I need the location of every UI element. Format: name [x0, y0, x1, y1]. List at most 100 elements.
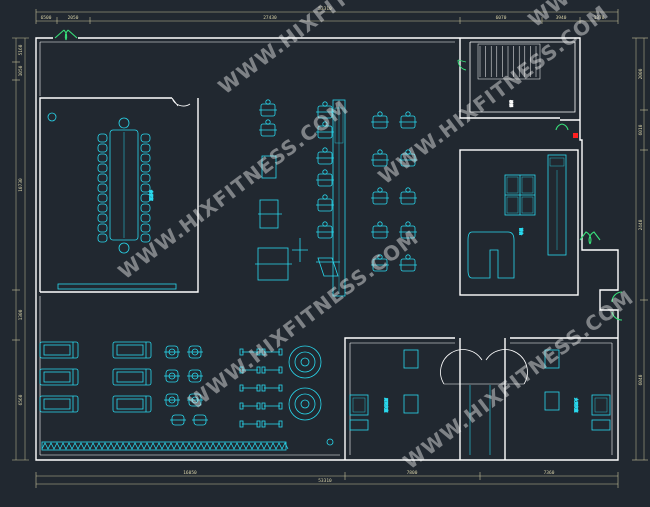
dim-bottom-total: 53310 [318, 478, 332, 484]
meeting-chair [140, 163, 151, 173]
dim-left-5: 6560 [18, 394, 24, 405]
strength-machine [399, 221, 417, 239]
meeting-chair [97, 213, 108, 223]
watermark-1: WWW.HIXFITNESS.COM [214, 0, 454, 99]
locker-wall [344, 337, 455, 460]
meeting-chair [140, 233, 151, 243]
floor-strip [41, 442, 289, 450]
watermark-4: WWW.HIXFITNESS.COM [184, 225, 424, 414]
reception-office-wall [459, 149, 579, 296]
dim-top-6: 1370 [594, 15, 605, 21]
dim-top-5: 3940 [556, 15, 567, 21]
spin-bike [187, 393, 203, 407]
womens-vanity [544, 349, 560, 369]
bench-press [292, 238, 308, 262]
meeting-room-door [171, 97, 191, 107]
entrance-door [54, 29, 78, 41]
dim-right-1: 2000 [638, 68, 644, 79]
room-label-mens: 男更衣室 [384, 398, 389, 413]
reception-counter [467, 231, 515, 279]
strength-machine [371, 111, 389, 129]
strength-machine [371, 221, 389, 239]
strength-machine [399, 149, 417, 167]
reception-door [579, 231, 601, 245]
strength-machine [259, 99, 277, 117]
strength-machine [399, 187, 417, 205]
strength-machine [316, 147, 334, 165]
strength-machine [399, 111, 417, 129]
strength-machine [316, 169, 334, 187]
dim-left-3: 10730 [18, 178, 24, 192]
dim-right-3: 2440 [638, 219, 644, 230]
walls [35, 37, 619, 461]
meeting-chair [97, 193, 108, 203]
strength-machine [371, 187, 389, 205]
womens-shower [591, 394, 611, 416]
conference-table [109, 129, 139, 241]
dim-top-4: 6070 [496, 15, 507, 21]
reception-cabinet [547, 154, 567, 256]
dim-top-1: 6500 [41, 15, 52, 21]
reception-office: 前台 [467, 154, 567, 279]
treadmill [112, 341, 152, 359]
round-platforms [288, 345, 322, 421]
stairwell: 楼梯 [477, 43, 541, 108]
dim-top-3: 27430 [263, 15, 277, 21]
meeting-chair [97, 233, 108, 243]
meeting-chair [97, 223, 108, 233]
meeting-chair [118, 242, 130, 254]
meeting-room: 会议室 [47, 112, 177, 290]
locker-rooms: 男更衣室 女更衣室 [349, 349, 611, 455]
meeting-chair [97, 163, 108, 173]
dumbbell [261, 420, 283, 428]
watermark-5: WWW.HIXFITNESS.COM [399, 285, 639, 474]
corridor-door [440, 349, 528, 385]
meeting-chair [97, 173, 108, 183]
dim-top-total: 53310 [318, 6, 332, 12]
room-label-stairwell: 楼梯 [509, 100, 514, 108]
watermark-3: WWW.HIXFITNESS.COM [374, 0, 614, 189]
meeting-chair [140, 223, 151, 233]
dim-right-2: 6010 [638, 124, 644, 135]
meeting-chair [140, 173, 151, 183]
meeting-chair [118, 117, 130, 129]
dim-left-1: 5160 [18, 44, 24, 55]
meeting-chair [140, 143, 151, 153]
strength-machine [316, 121, 334, 139]
room-label-womens: 女更衣室 [574, 398, 579, 413]
meeting-chair [97, 203, 108, 213]
floor-strip-border [41, 441, 287, 451]
strength-machine [259, 119, 277, 137]
spin-bike [164, 345, 180, 359]
dumbbell [261, 348, 283, 356]
meeting-chair [97, 153, 108, 163]
dumbbell [239, 384, 261, 392]
spin-bike [192, 414, 208, 426]
meeting-chair [140, 193, 151, 203]
dumbbell [261, 384, 283, 392]
mens-shower [349, 394, 369, 416]
meeting-chair [140, 203, 151, 213]
watermarks: WWW.HIXFITNESS.COM WWW.HIXFITNESS.COM WW… [114, 0, 650, 474]
meeting-chair [97, 143, 108, 153]
dim-left-4: 1300 [18, 309, 24, 320]
strength-machine [371, 149, 389, 167]
side-door-right [611, 291, 623, 321]
strength-machine [316, 221, 334, 239]
meeting-room-wall [39, 97, 172, 292]
dumbbell [239, 420, 261, 428]
treadmill [112, 368, 152, 386]
dim-top-2: 2050 [68, 15, 79, 21]
cardio-area [39, 341, 334, 451]
spin-bike [164, 369, 180, 383]
strength-machine [371, 254, 389, 272]
leg-press [316, 257, 340, 277]
treadmill [112, 395, 152, 413]
dumbbell-rack [332, 99, 346, 297]
dim-bottom-3: 7360 [544, 470, 555, 476]
treadmill [39, 368, 79, 386]
dim-left-2: 1050 [18, 65, 24, 76]
strength-machine [316, 194, 334, 212]
dumbbell [261, 402, 283, 410]
red-marker [573, 133, 578, 138]
